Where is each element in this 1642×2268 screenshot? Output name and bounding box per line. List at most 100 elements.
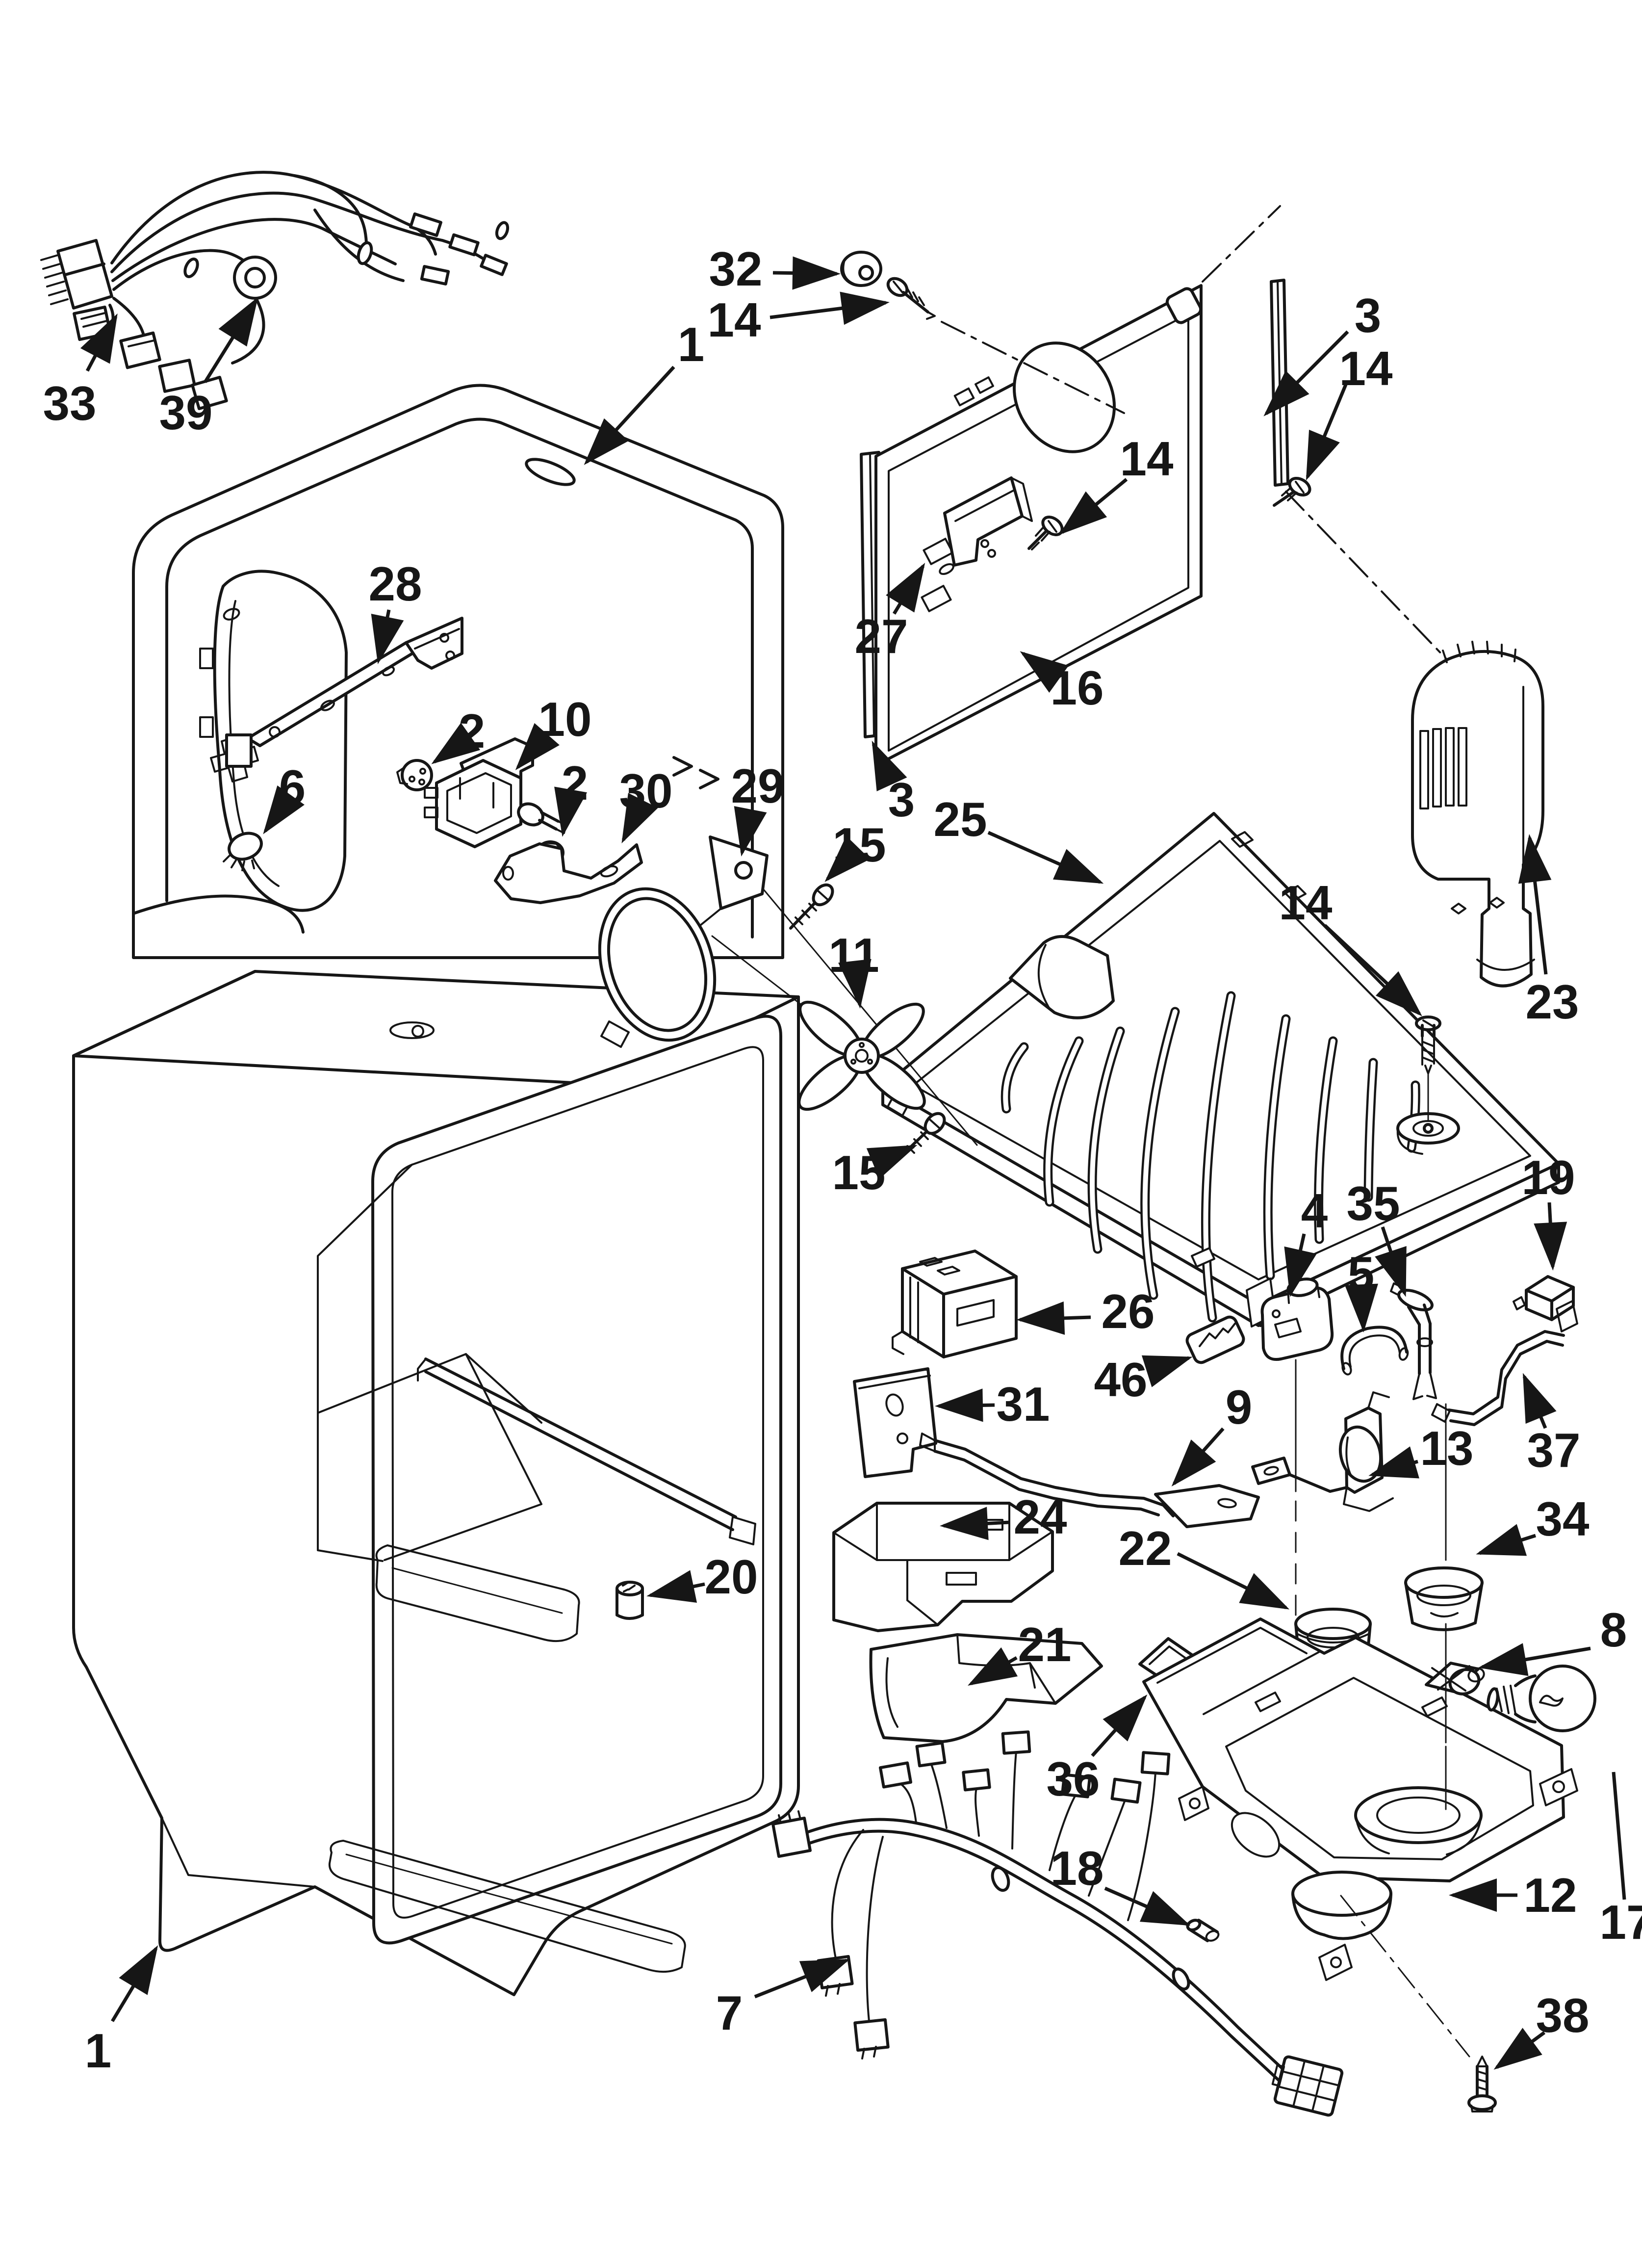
foam-duct-21: [869, 1633, 1103, 1743]
callout-23-21: 23: [1525, 975, 1579, 1029]
assembly-centerlines: [1340, 1403, 1470, 2058]
light-bulb-17: [1487, 1665, 1596, 1732]
callout-leader-36-39: [1091, 1694, 1148, 1757]
callout-leader-3-16: [872, 740, 907, 791]
callout-17-43: 17: [1599, 1895, 1642, 1949]
callout-leader-34-36: [1476, 1524, 1537, 1556]
callout-6-15: 6: [279, 760, 306, 814]
callout-14-20: 14: [1279, 876, 1332, 930]
lamp-shield-34: [1404, 1566, 1484, 1631]
evaporator-cover-25: [881, 812, 1560, 1328]
cover-plate-31: [853, 1367, 937, 1478]
callout-leader-31-30: [935, 1388, 995, 1422]
callout-25-17: 25: [933, 792, 987, 846]
screw-14-top: [886, 277, 936, 320]
thermostat-10: [424, 737, 567, 848]
callout-leader-20-37: [646, 1570, 705, 1603]
callout-29-14: 29: [731, 759, 784, 813]
callout-10-11: 10: [538, 692, 591, 746]
callout-35-26: 35: [1346, 1176, 1400, 1230]
callout-leader-10-11: [515, 723, 560, 771]
callout-leader-1-4: [584, 365, 675, 465]
screw-15-lower: [902, 1112, 946, 1155]
callout-32-2: 32: [709, 242, 762, 296]
callout-leader-39-1: [204, 297, 258, 383]
callout-leader-13-32: [1368, 1446, 1419, 1479]
screw-14-panel: [1027, 516, 1064, 550]
spacer-bushing-32: [840, 251, 882, 287]
grommet-6: [223, 832, 263, 871]
callout-leader-18-40: [1104, 1886, 1191, 1926]
foam-block-24: [832, 1502, 1054, 1632]
callout-34-36: 34: [1536, 1492, 1589, 1546]
callout-22-35: 22: [1118, 1521, 1172, 1575]
sensor-bracket-13: [1251, 1391, 1394, 1512]
callout-46-29: 46: [1094, 1353, 1147, 1407]
screw-2-upper: [396, 759, 433, 791]
callout-9-31: 9: [1226, 1380, 1253, 1434]
callout-leader-23-21: [1518, 834, 1552, 975]
callout-leader-24-34: [940, 1507, 1010, 1540]
roller-20: [616, 1581, 644, 1620]
callout-leader-3-5: [1263, 330, 1349, 417]
callout-31-30: 31: [996, 1377, 1050, 1431]
callout-leader-37-33: [1522, 1373, 1557, 1429]
callout-leader-38-44: [1493, 2028, 1546, 2070]
callout-4-25: 4: [1301, 1184, 1328, 1238]
callout-38-44: 38: [1536, 1988, 1589, 2042]
callout-27-8: 27: [854, 609, 908, 663]
callout-2-12: 2: [562, 756, 589, 810]
air-duct-23: [1411, 641, 1544, 988]
callout-leader-2-10: [431, 723, 481, 764]
callout-leader-19-24: [1534, 1202, 1567, 1271]
callout-leader-7-45: [754, 1958, 850, 1999]
defrost-timer-26: [892, 1250, 1018, 1358]
callout-33-0: 33: [43, 376, 96, 430]
pin-18: [1186, 1919, 1220, 1942]
callout-leader-5-27: [1345, 1283, 1378, 1332]
gasket-ring-29: [598, 835, 769, 1048]
fan-blade-11: [797, 1000, 926, 1111]
callout-leader-29-14: [734, 806, 767, 857]
callout-18-40: 18: [1050, 1841, 1103, 1895]
callout-1-46: 1: [85, 2024, 112, 2078]
wire-harness-lower: [771, 1730, 1344, 2117]
connector-19: [1513, 1275, 1578, 1332]
callout-leader-15-23: [866, 1145, 918, 1179]
callout-leader-35-26: [1375, 1226, 1407, 1297]
heat-shield-9: [919, 1433, 1260, 1528]
callout-39-1: 39: [159, 386, 212, 440]
callout-leader-28-7: [371, 609, 404, 664]
callout-leader-22-35: [1177, 1552, 1290, 1610]
callout-leader-32-2: [772, 256, 841, 290]
callout-leader-9-31: [1171, 1427, 1225, 1486]
callout-8-41: 8: [1600, 1603, 1627, 1657]
callout-11-22: 11: [828, 928, 879, 982]
ground-bracket-28: [225, 617, 463, 768]
callout-leader-14-19: [1059, 478, 1128, 535]
callout-leader-21-38: [968, 1647, 1018, 1686]
screw-14-plate: [1415, 1016, 1441, 1121]
callout-leader-15-18: [824, 835, 871, 882]
callout-leader-16-9: [1020, 651, 1069, 693]
callout-3-16: 3: [888, 773, 915, 827]
callout-5-27: 5: [1348, 1247, 1375, 1301]
bracket-30: [494, 842, 643, 904]
liner-back-insulation: [213, 570, 348, 912]
lamp-socket-8: [1425, 1662, 1485, 1695]
callout-3-5: 3: [1355, 288, 1382, 342]
callout-12-42: 12: [1523, 1868, 1577, 1922]
callout-19-24: 19: [1521, 1150, 1575, 1204]
callout-leader-14-3: [770, 291, 890, 325]
air-damper-27: [943, 476, 1033, 567]
callout-36-39: 36: [1046, 1752, 1100, 1806]
partition-panel-16: [860, 205, 1447, 767]
callout-15-18: 15: [832, 818, 886, 872]
callout-30-13: 30: [619, 764, 672, 818]
callout-leader-2-12: [554, 786, 588, 837]
cabinet-liner: [72, 970, 800, 1996]
callout-leader-26-28: [1016, 1301, 1091, 1335]
callout-14-6: 14: [1339, 341, 1392, 395]
